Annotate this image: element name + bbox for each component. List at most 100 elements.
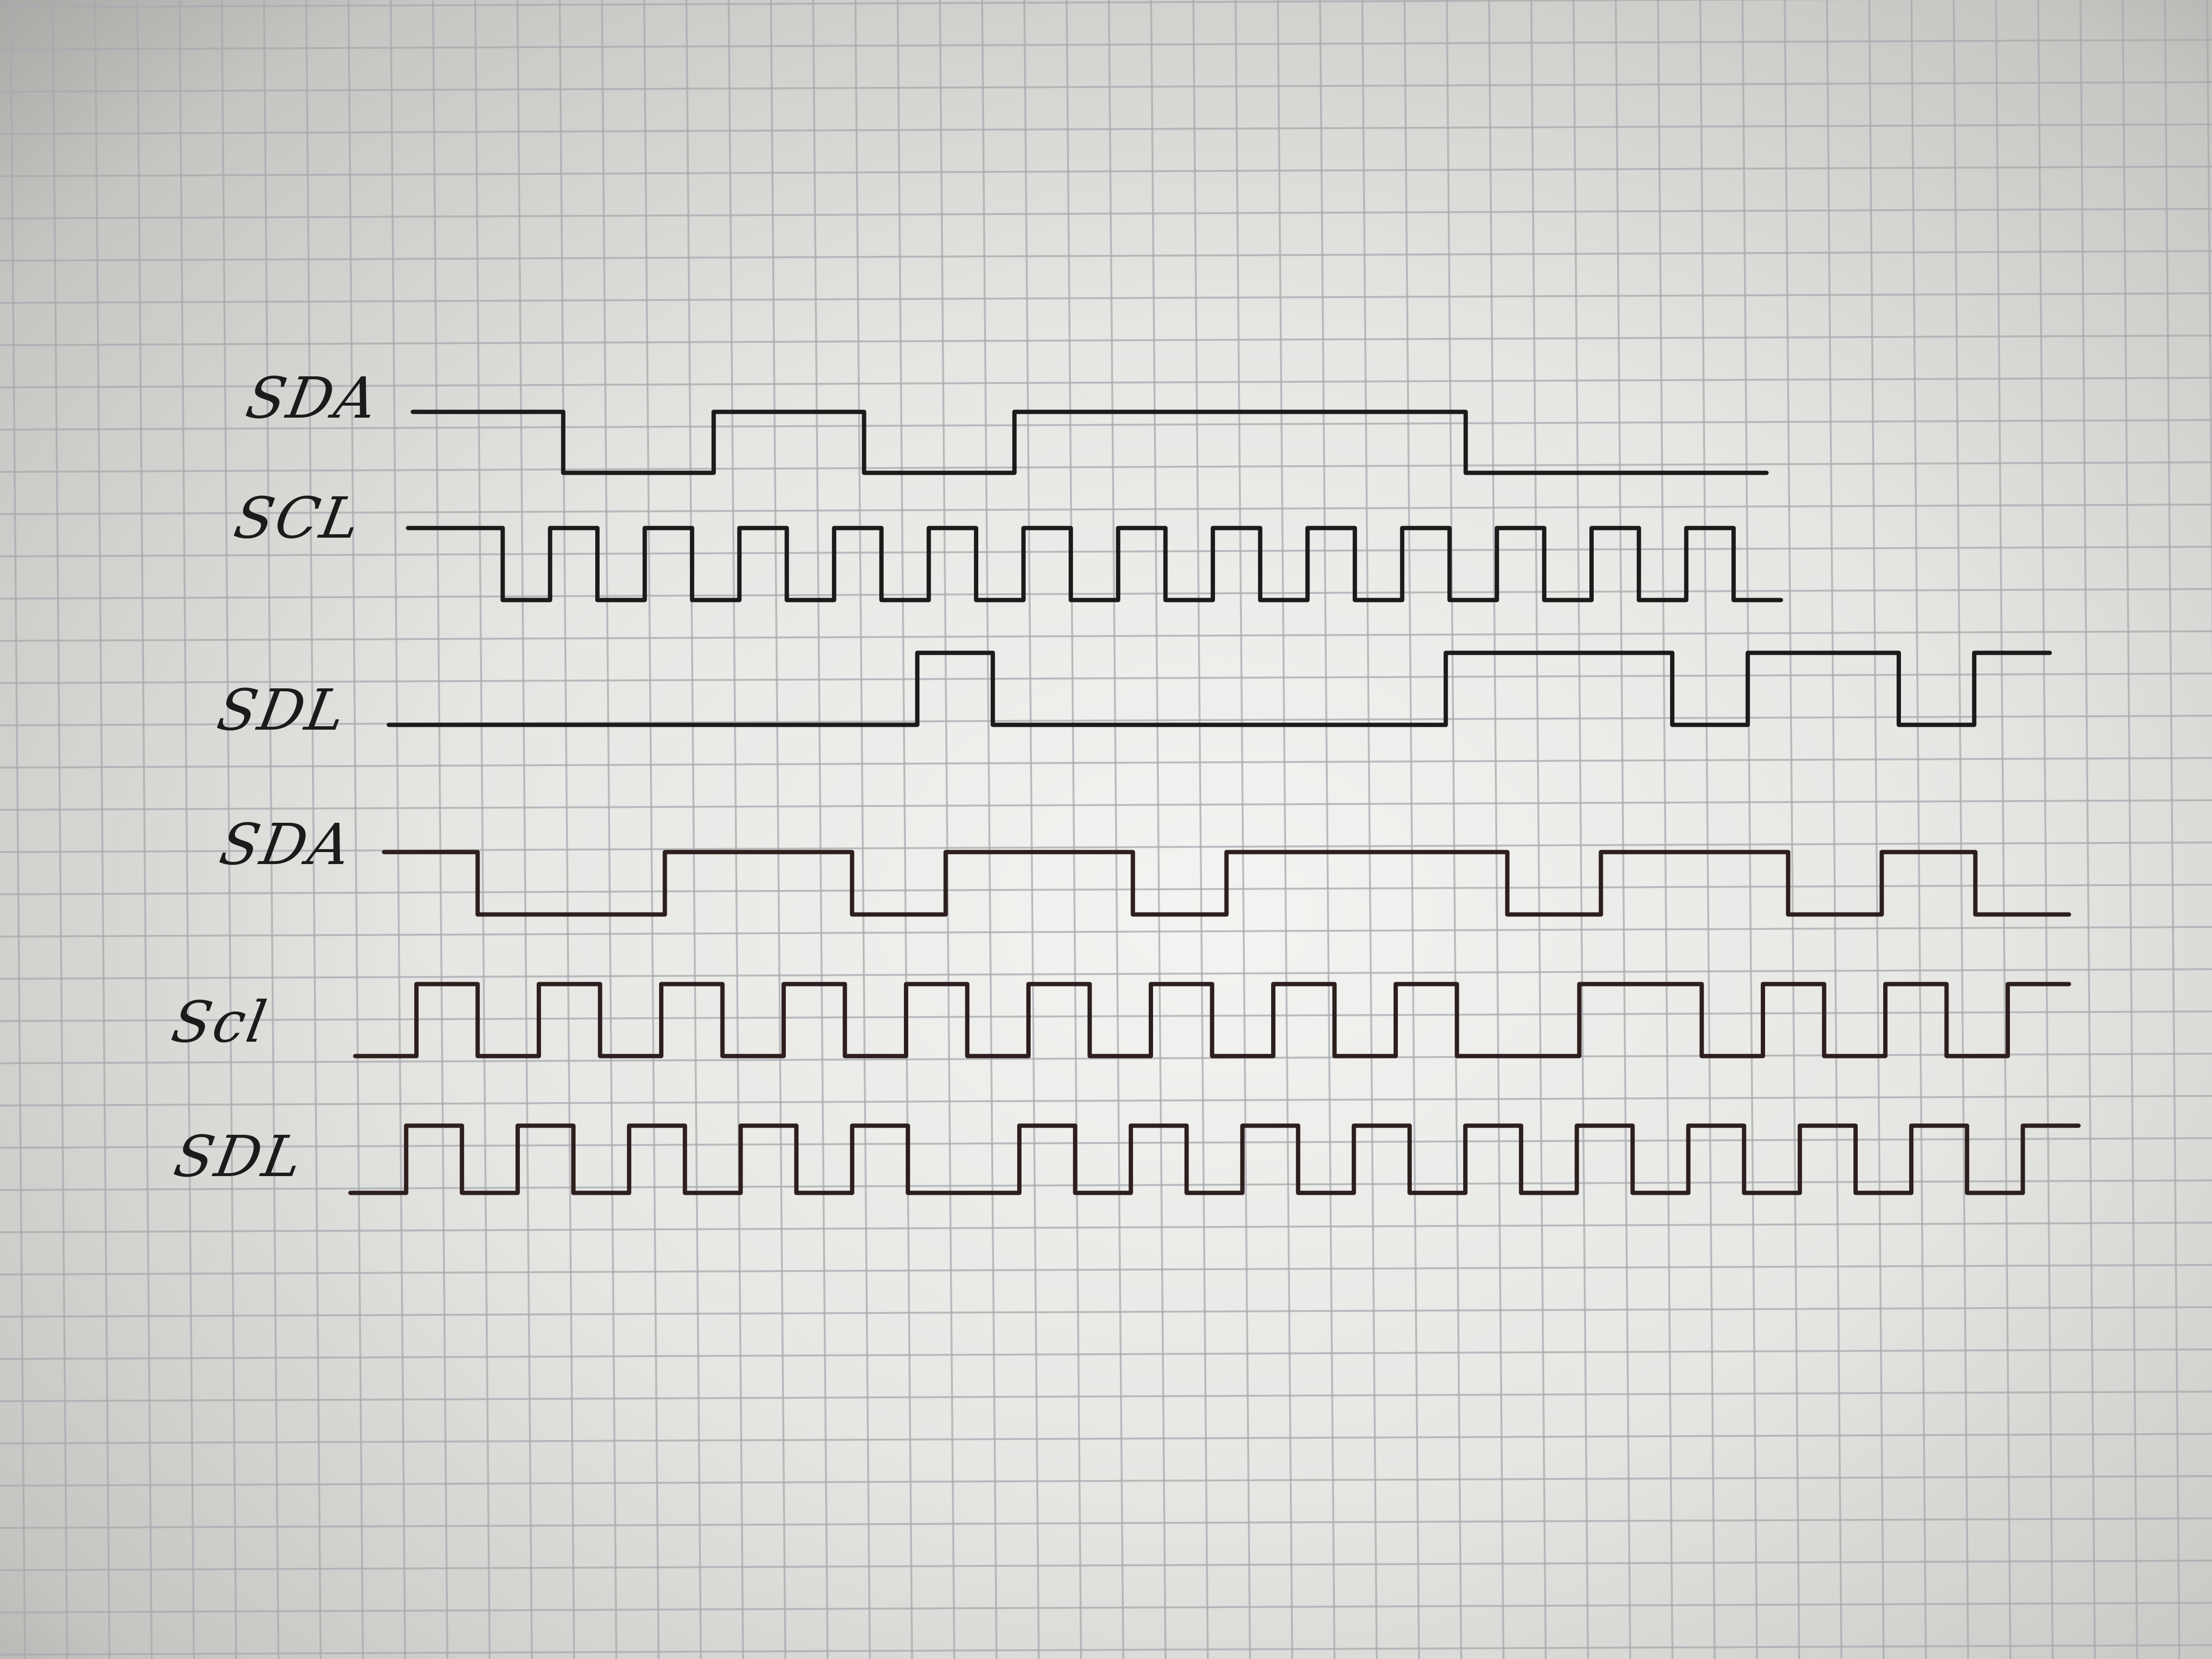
grid-line-horizontal [0, 1010, 2212, 1022]
grid-line-vertical [94, 0, 110, 1659]
waveform-sdl-2 [348, 1123, 2081, 1195]
waveform-scl-1 [406, 526, 1783, 602]
grid-line-horizontal [0, 630, 2212, 642]
grid-line-horizontal [0, 968, 2212, 980]
grid-line-vertical [221, 0, 237, 1659]
grid-line-horizontal [0, 1306, 2212, 1318]
grid-line-horizontal [0, 39, 2212, 50]
grid-line-horizontal [0, 81, 2212, 93]
grid-line-horizontal [0, 926, 2212, 938]
grid-line-vertical [685, 0, 702, 1659]
grid-line-vertical [2122, 0, 2138, 1659]
grid-line-horizontal [0, 1348, 2212, 1360]
grid-line-horizontal [0, 208, 2212, 219]
grid-line-vertical [559, 0, 575, 1659]
grid-line-horizontal [0, 884, 2212, 895]
grid-line-vertical [136, 0, 153, 1659]
grid-line-horizontal [0, 166, 2212, 177]
grid-line-vertical [1784, 0, 1800, 1659]
grid-line-vertical [1235, 0, 1251, 1659]
grid-line-vertical [2164, 0, 2180, 1659]
grid-line-vertical [1277, 0, 1293, 1659]
grid-line-vertical [474, 0, 491, 1659]
waveform-sda-2 [382, 850, 2071, 917]
grid-line-horizontal [0, 757, 2212, 769]
grid-line-vertical [2206, 0, 2212, 664]
grid-line-horizontal [0, 292, 2212, 304]
grid-line-vertical [1066, 0, 1082, 1659]
grid-line-horizontal [0, 1179, 2212, 1191]
grid-line-vertical [1657, 0, 1673, 1659]
grid-line-horizontal [0, 715, 2212, 726]
grid-line-vertical [517, 0, 533, 1659]
grid-line-vertical [305, 0, 322, 1659]
grid-line-vertical [1404, 0, 1420, 1659]
grid-line-vertical [601, 0, 617, 1659]
grid-line-horizontal [0, 1222, 2212, 1233]
grid-line-horizontal [0, 123, 2212, 135]
grid-line-vertical [770, 0, 786, 1659]
grid-line-vertical [981, 0, 998, 1659]
grid-line-vertical [348, 0, 364, 1659]
grid-line-vertical [1108, 0, 1124, 1659]
grid-line-vertical [1023, 0, 1040, 1659]
grid-line-vertical [1150, 0, 1166, 1659]
grid-line-vertical [2080, 0, 2096, 1659]
grid-line-horizontal [0, 1433, 2212, 1444]
grid-line-vertical [1615, 0, 1631, 1659]
grid-line-vertical [1488, 0, 1504, 1659]
grid-line-vertical [643, 0, 660, 1659]
grid-line-horizontal [0, 1517, 2212, 1529]
grid-line-vertical [1699, 0, 1716, 1659]
grid-line-horizontal [0, 1475, 2212, 1487]
grid-line-horizontal [0, 1644, 2212, 1656]
grid-line-vertical [432, 0, 448, 1659]
waveform-sda-1 [410, 409, 1769, 475]
grid-line-vertical [939, 0, 955, 1659]
grid-line-vertical [1953, 0, 1969, 1659]
grid-line-horizontal [0, 377, 2212, 388]
grid-line-horizontal [0, 673, 2212, 684]
grid-line-vertical [1573, 0, 1589, 1659]
grid-line-vertical [390, 0, 406, 1659]
grid-line-vertical [854, 0, 871, 1659]
grid-line-vertical [1911, 0, 1927, 1659]
grid-line-vertical [1995, 0, 2011, 1659]
grid-line-horizontal [0, 1560, 2212, 1571]
grid-line-horizontal [0, 842, 2212, 853]
grid-line-vertical [2037, 0, 2054, 1659]
grid-line-vertical [10, 0, 26, 1659]
grid-line-horizontal [0, 1391, 2212, 1402]
grid-line-vertical [263, 0, 279, 1659]
grid-line-horizontal [0, 250, 2212, 262]
grid-line-horizontal [0, 504, 2212, 515]
grid-line-horizontal [0, 1602, 2212, 1613]
grid-line-vertical [897, 0, 913, 1659]
grid-line-horizontal [0, 461, 2212, 473]
grid-line-horizontal [0, 335, 2212, 346]
grid-line-vertical [812, 0, 829, 1659]
grid-line-vertical [1192, 0, 1209, 1659]
grid-line-horizontal [0, 419, 2212, 431]
grid-line-vertical [728, 0, 744, 1659]
grid-line-vertical [1868, 0, 1885, 1659]
grid-line-vertical [1742, 0, 1758, 1659]
grid-line-horizontal [0, 588, 2212, 600]
grid-line-vertical [1361, 0, 1378, 1659]
grid-line-vertical [1319, 0, 1335, 1659]
grid-line-horizontal [0, 546, 2212, 557]
grid-line-vertical [1446, 0, 1462, 1659]
grid-line-horizontal [0, 1137, 2212, 1149]
grid-line-vertical [179, 0, 195, 1659]
waveform-scl-2 [353, 982, 2071, 1058]
grid-line-horizontal [0, 799, 2212, 811]
grid-line-horizontal [0, 1095, 2212, 1106]
grid-line-vertical [1530, 0, 1547, 1659]
grid-line-vertical [1826, 0, 1842, 1659]
waveform-sdl-1 [386, 650, 2052, 727]
grid-line-horizontal [0, 0, 1880, 8]
grid-line-vertical [52, 0, 68, 1659]
